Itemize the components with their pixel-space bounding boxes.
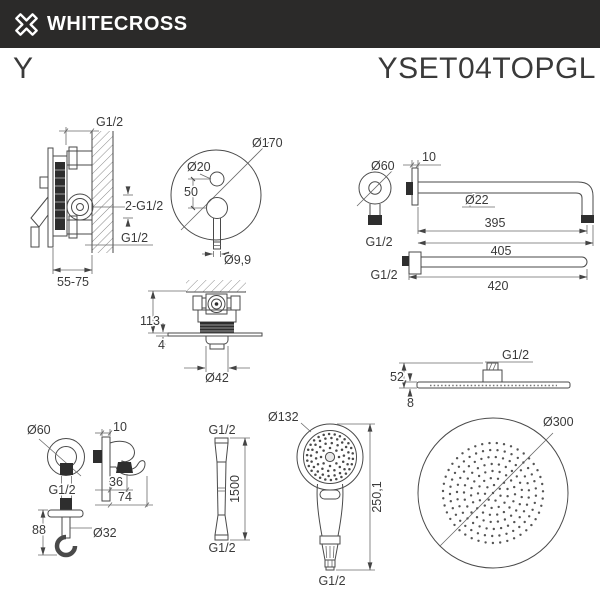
lever (213, 218, 221, 250)
dimensions-2: 420 (408, 269, 588, 295)
drawing-hand-shower: Ø132 250,1 G1/2 (267, 409, 386, 590)
dim-wall-thread: G1/2 (370, 268, 397, 282)
dim-thread: G1/2 (318, 574, 345, 588)
dimensions: 1500 (227, 437, 250, 541)
dim-trim-diameter: Ø42 (205, 371, 229, 385)
dim-thread: G1/2 (502, 348, 529, 362)
drawing-shower-arm: Ø60 G1/2 10 Ø22 395 405 (356, 149, 594, 295)
dim-escutcheon-diameter: Ø32 (93, 526, 117, 540)
dimensions: 10 Ø22 395 405 (403, 149, 594, 260)
whitecross-x-icon (15, 12, 38, 36)
dimensions: G1/2 2-G1/2 G1/2 55-75 (52, 114, 165, 291)
dim-thread-top: G1/2 (208, 423, 235, 437)
dim-head-diameter: Ø132 (268, 410, 299, 424)
dim-flange-diameter: Ø60 (371, 159, 395, 173)
lever-base (206, 197, 228, 219)
dim-bracket-plate-thickness: 10 (113, 420, 127, 434)
diverter-button (209, 171, 225, 187)
dim-plate-thickness: 10 (422, 150, 436, 164)
hose-body (214, 437, 229, 541)
dim-thread-bottom: G1/2 (121, 231, 148, 245)
dim-edge-thickness: 8 (407, 396, 414, 410)
dim-length: 250,1 (370, 481, 384, 512)
dimensions: G1/2 52 8 (389, 347, 533, 412)
dim-trim-diameter: Ø170 (252, 136, 283, 150)
dim-thread-top: G1/2 (96, 115, 123, 129)
dimensions: 113 4 Ø42 (139, 290, 250, 387)
arm-straight-view (402, 251, 588, 275)
nozzle-dots (441, 441, 545, 545)
dim-plate-thickness: 4 (158, 338, 165, 352)
wall-hatch (186, 280, 246, 292)
drawing-mixer-front-view: Ø170 Ø20 50 Ø9,9 (170, 135, 285, 269)
dim-button-diameter: Ø20 (187, 160, 211, 174)
dim-thread-bottom: G1/2 (208, 541, 235, 555)
dim-height: 88 (32, 523, 46, 537)
arm-side-view (406, 167, 594, 223)
head-profile (416, 362, 571, 389)
drawing-valve-body: 113 4 Ø42 (139, 280, 263, 387)
drawing-hose: G1/2 1500 G1/2 (207, 422, 250, 557)
dim-thread: G1/2 (48, 483, 75, 497)
dim-tube-diameter: Ø22 (465, 193, 489, 207)
outlet-front (38, 438, 85, 558)
dimensions: Ø170 Ø20 50 Ø9,9 (183, 135, 285, 269)
drawing-head-side-view: G1/2 52 8 (389, 347, 571, 412)
nozzle-dots (305, 432, 355, 482)
head-face (417, 417, 569, 569)
model-number: YSET04TOPGL (377, 52, 596, 85)
dim-flange-diameter: Ø60 (27, 423, 51, 437)
valve-body (167, 293, 263, 350)
dim-diameter: Ø300 (543, 415, 574, 429)
brand-name: WHITECROSS (47, 12, 188, 35)
holder-side (93, 436, 146, 502)
dim-length-overall: 405 (491, 244, 512, 258)
dim-depth-range: 55-75 (57, 275, 89, 289)
header-bar: WHITECROSS (0, 0, 600, 48)
dim-length-to-bend: 395 (485, 216, 506, 230)
series-title: Y (13, 52, 34, 85)
dim-bracket-depth-inner: 36 (109, 475, 123, 489)
hand-shower (296, 423, 364, 571)
dim-threads-mid: 2-G1/2 (125, 199, 163, 213)
dim-height: 52 (390, 370, 404, 384)
dim-flange-thread: G1/2 (365, 235, 392, 249)
wall-hatch (92, 131, 113, 253)
dimensions-2: 10 36 74 (95, 419, 153, 508)
dim-bracket-depth: 74 (118, 490, 132, 504)
dim-straight-length: 420 (488, 279, 509, 293)
dimensions: 88 Ø32 (31, 509, 118, 556)
drawing-head-top-view: Ø300 (417, 414, 575, 569)
drawing-wall-outlet: Ø60 G1/2 88 Ø32 10 36 (26, 419, 153, 558)
dim-length: 1500 (228, 475, 242, 503)
dim-height: 113 (140, 314, 160, 328)
drawing-mixer-side-view: G1/2 2-G1/2 G1/2 55-75 (30, 114, 165, 291)
dimensions: 250,1 (336, 423, 386, 571)
dim-button-offset: 50 (184, 185, 198, 199)
arm-flange-front (356, 169, 394, 225)
dim-lever-diameter: Ø9,9 (224, 253, 251, 267)
mixer-body (30, 146, 125, 248)
trim-plate (170, 149, 262, 241)
